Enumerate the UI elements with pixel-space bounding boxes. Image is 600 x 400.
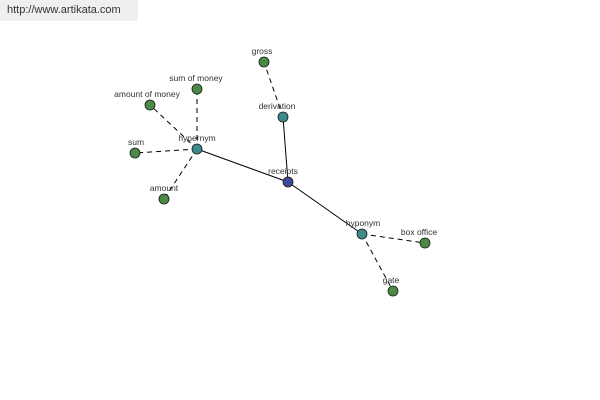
edge-receipts-to-hyponym: [287, 181, 363, 235]
node-sum-of-money[interactable]: [191, 83, 203, 95]
node-box-office[interactable]: [419, 237, 431, 249]
edge-receipts-to-hypernym: [196, 148, 289, 183]
node-sum[interactable]: [129, 147, 141, 159]
node-amount[interactable]: [158, 193, 170, 205]
node-gate[interactable]: [387, 285, 399, 297]
edge-derivation-to-gross: [263, 61, 284, 118]
node-hyponym[interactable]: [356, 228, 368, 240]
edge-hypernym-to-sum: [134, 148, 198, 154]
node-label-amount-of-money: amount of money: [114, 89, 180, 99]
edge-hypernym-to-amount: [163, 148, 198, 200]
node-label-gross: gross: [252, 46, 273, 56]
edge-hypernym-to-amount-of-money: [149, 104, 198, 150]
edge-hyponym-to-gate: [361, 233, 394, 292]
node-derivation[interactable]: [277, 111, 289, 123]
node-gross[interactable]: [258, 56, 270, 68]
node-label-gate: gate: [383, 275, 400, 285]
edge-layer: [134, 61, 426, 292]
label-layer: receipts hypernym derivation hyponym gross su…: [114, 46, 437, 285]
edge-receipts-to-derivation: [282, 116, 289, 183]
node-amount-of-money[interactable]: [144, 99, 156, 111]
watermark-bar: http://www.artikata.com: [0, 0, 138, 21]
node-hypernym[interactable]: [191, 143, 203, 155]
edge-hyponym-to-box-office: [361, 233, 426, 244]
node-label-derivation: derivation: [259, 101, 296, 111]
node-layer: [129, 56, 431, 297]
node-label-sum: sum: [128, 137, 144, 147]
watermark-url: http://www.artikata.com: [7, 4, 121, 16]
node-label-hyponym: hyponym: [346, 218, 381, 228]
node-label-hypernym: hypernym: [178, 133, 215, 143]
node-label-amount: amount: [150, 183, 179, 193]
node-label-receipts: receipts: [268, 166, 298, 176]
node-receipts[interactable]: [282, 176, 294, 188]
node-label-sum-of-money: sum of money: [169, 73, 223, 83]
node-label-box-office: box office: [401, 227, 438, 237]
